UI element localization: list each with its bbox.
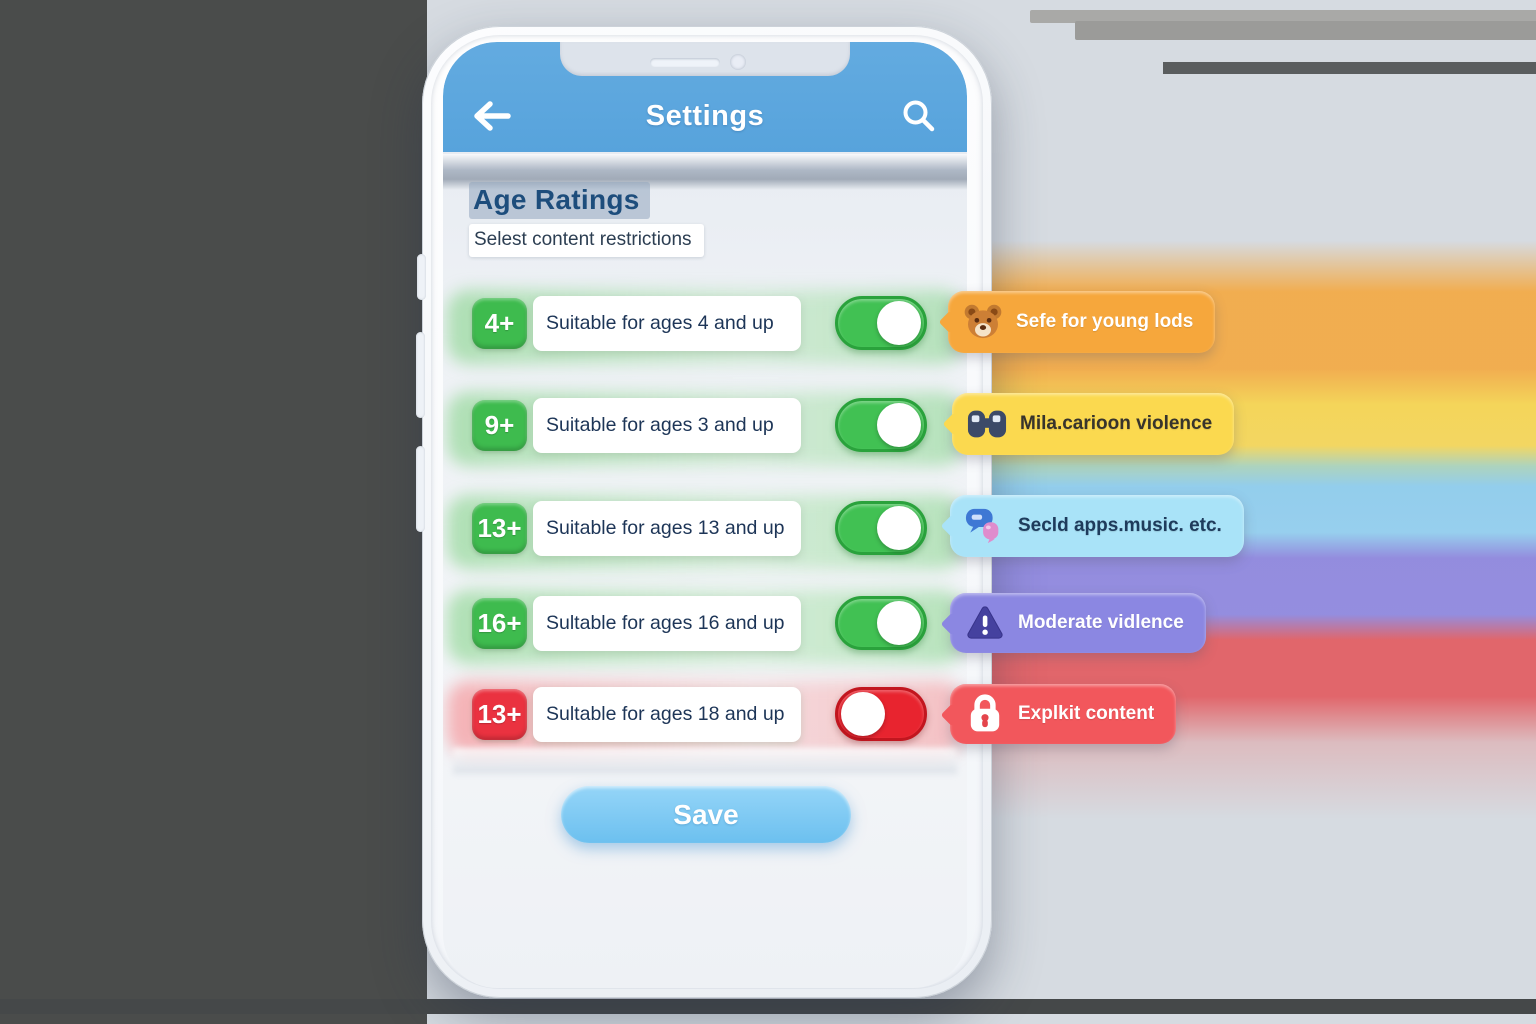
age-rating-row-13plus: 13+ Suitable for ages 13 and up xyxy=(443,501,967,559)
camera-dot-icon xyxy=(730,54,746,70)
back-arrow-icon xyxy=(474,101,511,131)
phone-side-button xyxy=(416,446,425,532)
lock-icon xyxy=(965,694,1005,734)
phone-mockup: Settings Age Ratings Selest content rest… xyxy=(416,26,992,998)
tag-label: Moderate vidlence xyxy=(1018,612,1184,633)
blur-streak xyxy=(453,748,957,774)
age-badge: 9+ xyxy=(472,400,527,451)
info-tag-explicit-content: Explkit content xyxy=(950,684,1177,744)
warning-triangle-icon xyxy=(965,603,1005,643)
info-tag-social-apps: Secld apps.music. etc. xyxy=(950,495,1244,557)
background-bar xyxy=(1030,10,1536,23)
phone-screen: Settings Age Ratings Selest content rest… xyxy=(443,42,967,988)
toggle-knob xyxy=(877,506,921,550)
info-tag-cartoon-violence: Mila.carioon violence xyxy=(952,393,1235,455)
toggle-switch-4plus[interactable] xyxy=(835,296,927,350)
app-header: Settings xyxy=(443,42,967,152)
background-bar xyxy=(1075,21,1536,40)
phone-notch xyxy=(560,42,850,76)
search-icon xyxy=(903,100,935,132)
search-button[interactable] xyxy=(899,97,937,135)
age-badge: 13+ xyxy=(472,689,527,740)
tag-label: Sefe for young lods xyxy=(1016,311,1194,332)
age-rating-row-9plus: 9+ Suitable for ages 3 and up xyxy=(443,398,967,456)
section-subtitle: Selest content restrictions xyxy=(469,224,704,257)
toggle-knob xyxy=(841,692,885,736)
background-bottom-bar xyxy=(0,999,1536,1014)
age-rating-row-18plus: 13+ Sultable for ages 18 and up xyxy=(443,687,967,745)
toggle-switch-13plus[interactable] xyxy=(835,501,927,555)
phone-side-button xyxy=(417,254,426,300)
section-title: Age Ratings xyxy=(469,182,650,219)
toggle-knob xyxy=(877,301,921,345)
age-rating-label: Suitable for ages 3 and up xyxy=(533,398,801,453)
age-rating-label: Suitable for ages 4 and up xyxy=(533,296,801,351)
age-badge: 16+ xyxy=(472,598,527,649)
back-button[interactable] xyxy=(470,98,514,134)
save-button[interactable]: Save xyxy=(561,786,851,843)
tag-label: Mila.carioon violence xyxy=(1020,413,1213,434)
toggle-switch-16plus[interactable] xyxy=(835,596,927,650)
toggle-switch-18plus[interactable] xyxy=(835,687,927,741)
info-tag-moderate-violence: Moderate vidlence xyxy=(950,593,1206,653)
toggle-switch-9plus[interactable] xyxy=(835,398,927,452)
tag-label: Secld apps.music. etc. xyxy=(1018,515,1222,536)
age-badge: 4+ xyxy=(472,298,527,349)
age-rating-label: Suitable for ages 13 and up xyxy=(533,501,801,556)
age-rating-row-16plus: 16+ Sultable for ages 16 and up xyxy=(443,596,967,654)
background-left-panel xyxy=(0,0,427,1024)
phone-side-button xyxy=(416,332,425,418)
age-badge: 13+ xyxy=(472,503,527,554)
age-rating-label: Sultable for ages 16 and up xyxy=(533,596,801,651)
info-tag-safe-kids: Sefe for young lods xyxy=(948,291,1216,353)
page-title: Settings xyxy=(645,99,765,132)
binoculars-icon xyxy=(967,404,1007,444)
age-rating-row-4plus: 4+ Suitable for ages 4 and up xyxy=(443,296,967,354)
speaker-slot-icon xyxy=(650,58,720,67)
background-bar xyxy=(1163,62,1536,74)
age-rating-label: Sultable for ages 18 and up xyxy=(533,687,801,742)
toggle-knob xyxy=(877,601,921,645)
chat-bubbles-icon xyxy=(965,506,1005,546)
tag-label: Explkit content xyxy=(1018,703,1155,724)
toggle-knob xyxy=(877,403,921,447)
teddy-bear-icon xyxy=(963,302,1003,342)
